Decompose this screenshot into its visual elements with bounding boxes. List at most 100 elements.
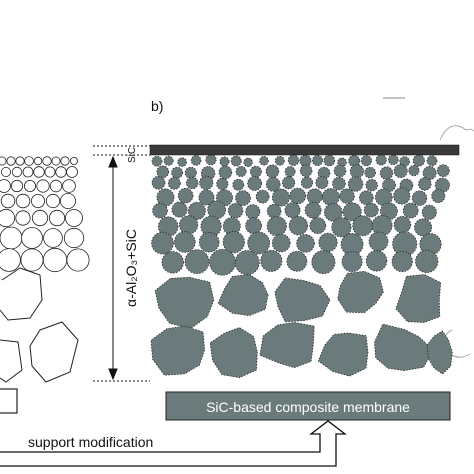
support-particle (44, 166, 56, 178)
particle (198, 231, 220, 253)
particle (177, 157, 187, 167)
support-particle (15, 156, 25, 166)
particle (151, 155, 163, 167)
dimension-lines (93, 145, 150, 382)
particle (368, 231, 389, 252)
particle (321, 188, 340, 206)
particle (216, 177, 229, 190)
support-particle (42, 156, 52, 166)
particle (393, 215, 412, 234)
particle (393, 163, 408, 178)
particle (323, 203, 343, 222)
particle (219, 156, 230, 167)
particle (255, 189, 270, 204)
particle (315, 176, 329, 190)
particle (227, 202, 244, 219)
particle (271, 233, 291, 253)
support-particle (6, 156, 16, 166)
particle (364, 166, 376, 179)
particle (332, 176, 346, 191)
support-particle (11, 166, 23, 178)
panel-a-caption-box (0, 388, 18, 414)
particle (207, 200, 227, 220)
particle (235, 190, 251, 206)
coarse-grain (209, 327, 258, 378)
coarse-grain (426, 330, 453, 375)
particle (426, 155, 438, 167)
support-particle (49, 179, 63, 193)
particle (341, 251, 363, 273)
support-particle (33, 156, 43, 166)
particle (151, 175, 166, 190)
particle (436, 164, 450, 178)
support-particle (10, 179, 24, 193)
support-particle (1, 166, 11, 177)
particle (299, 164, 313, 178)
support-particle (60, 192, 77, 209)
particle (230, 155, 242, 167)
particle (284, 202, 301, 219)
particle (179, 215, 199, 235)
support-particle (0, 193, 16, 209)
particle (391, 250, 413, 273)
particle (243, 157, 253, 168)
particle (399, 156, 410, 167)
particle (348, 154, 361, 167)
particle (431, 188, 446, 203)
particle (271, 188, 290, 207)
particle (185, 176, 199, 190)
particle (408, 165, 420, 177)
particle (352, 215, 374, 237)
particle (299, 154, 312, 167)
particle (161, 251, 184, 274)
process-arrow (0, 420, 347, 467)
particle (152, 202, 168, 219)
particle (286, 250, 308, 272)
particle (422, 165, 437, 180)
support-particle (48, 209, 66, 227)
particle (387, 154, 399, 166)
panel-b-label: b) (151, 98, 163, 114)
particle (247, 231, 271, 255)
particle (419, 233, 442, 256)
particle (375, 154, 387, 166)
particle-layer (150, 154, 453, 378)
support-particle (60, 156, 70, 166)
top-layer-label: SiC (127, 147, 138, 163)
particle (171, 166, 184, 179)
support-particle (55, 166, 67, 178)
coarse-grain (374, 323, 434, 371)
support-particle (0, 179, 11, 193)
particle (235, 165, 247, 177)
particle (289, 187, 307, 205)
coarse-grain (337, 270, 384, 314)
panel-a-support-drawing (0, 156, 90, 383)
support-particle (65, 209, 83, 227)
support-particle (20, 248, 44, 272)
particle (265, 177, 281, 192)
particle (284, 166, 296, 178)
particle (199, 175, 214, 190)
particle (342, 202, 362, 222)
particle (415, 249, 439, 273)
support-particle (22, 166, 34, 178)
particle (232, 178, 245, 191)
coarse-grain (317, 332, 369, 377)
support-particle (42, 247, 68, 273)
particle (311, 154, 323, 166)
particle (249, 165, 262, 178)
particle (340, 232, 364, 256)
support-particle (45, 193, 61, 209)
particle (266, 203, 282, 219)
particle (318, 232, 338, 252)
particle (184, 249, 210, 275)
particle (222, 231, 245, 254)
particle (333, 164, 347, 178)
support-layer-label: α-Al₂O₃+SiC (123, 229, 139, 307)
sic-top-layer (149, 144, 460, 156)
particle (304, 201, 322, 219)
particle (151, 231, 174, 255)
particle (287, 154, 300, 167)
particle (379, 166, 394, 180)
particle (245, 217, 263, 235)
